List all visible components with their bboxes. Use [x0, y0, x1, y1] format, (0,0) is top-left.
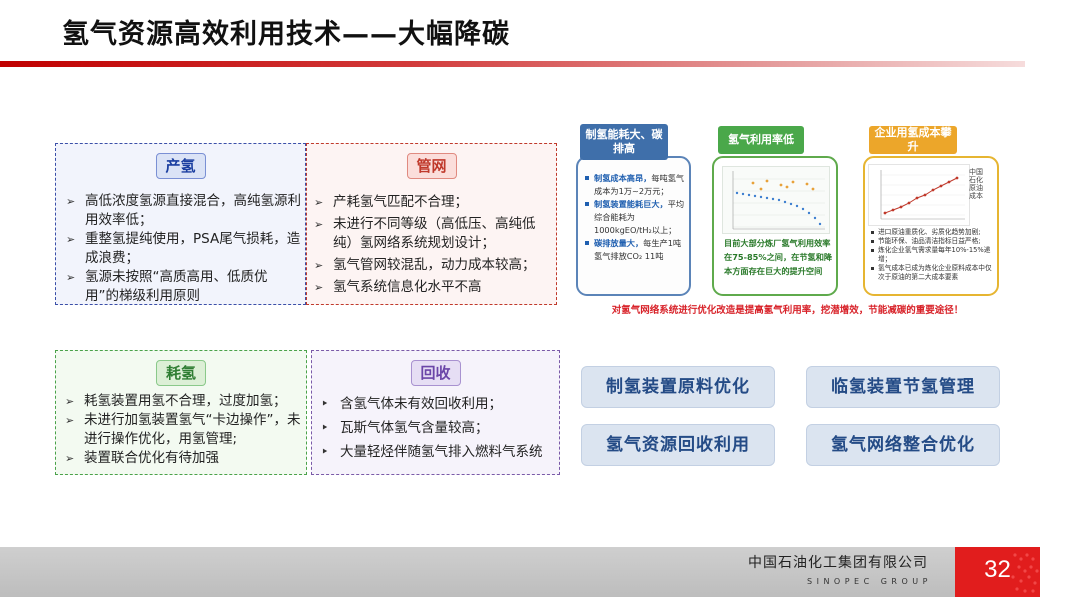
action-hydrogen-saving-management: 临氢装置节氢管理 [806, 366, 1000, 408]
list-item: 未进行不同等级（高低压、高纯低纯）氢网络系统规划设计； [311, 215, 554, 253]
panel-hydrogen-recovery: 回收 含氢气体未有效回收利用； 瓦斯气体氢气含量较高； 大量轻烃伴随氢气排入燃料… [311, 350, 560, 475]
utilization-chart-graphic [732, 171, 825, 230]
list-item: 碳排放量大，每生产1吨氢气排放CO₂ 11吨 [582, 237, 686, 263]
list-item: 装置联合优化有待加强 [62, 449, 302, 468]
card-header-energy-carbon: 制氢能耗大、碳排高 [580, 124, 668, 160]
cost-rising-list: 进口原油重质化、劣质化趋势加剧; 节能环保、油品清洁指标日益严格; 炼化企业氢气… [870, 228, 994, 282]
footer-bar [0, 547, 955, 597]
utilization-scatter-chart [722, 166, 830, 234]
list-item: 节能环保、油品清洁指标日益严格; [870, 237, 994, 246]
company-name-en: SINOPEC GROUP [807, 577, 932, 586]
list-item: 氢气系统信息化水平不高 [311, 278, 554, 297]
list-item: 含氢气体未有效回收利用； [318, 395, 558, 414]
panel-tag-network: 管网 [406, 153, 457, 179]
list-item: 氢气管网较混乱，动力成本较高； [311, 256, 554, 275]
panel-tag-production: 产氢 [155, 153, 206, 179]
panel-pipe-network: 管网 产耗氢气匹配不合理； 未进行不同等级（高低压、高纯低纯）氢网络系统规划设计… [306, 143, 557, 305]
list-item: 氢气成本已成为炼化企业原料成本中仅次于原油的第二大成本要素 [870, 264, 994, 282]
conclusion-text: 对氢气网络系统进行优化改造是提高氢气利用率，挖潜增效，节能减碳的重要途径！ [611, 305, 964, 316]
list-item: 炼化企业氢气需求量每年10%-15%递增； [870, 246, 994, 264]
card-header-utilization: 氢气利用率低 [718, 126, 804, 154]
action-hydrogen-recovery: 氢气资源回收利用 [581, 424, 775, 466]
page-number-box: 32 [955, 547, 1040, 597]
list-item: 高低浓度氢源直接混合，高纯氢源利用效率低； [63, 192, 301, 230]
production-issue-list: 高低浓度氢源直接混合，高纯氢源利用效率低； 重整氢提纯使用，PSA尾气损耗，造成… [63, 192, 301, 306]
list-item: 制氢装置能耗巨大，平均综合能耗为1000kgEO/tH₂以上； [582, 198, 686, 237]
panel-tag-recovery: 回收 [410, 360, 461, 386]
panel-tag-consumption: 耗氢 [155, 360, 207, 386]
cost-chart-vertical-label: 中国石化原油成本 [969, 168, 983, 200]
network-issue-list: 产耗氢气匹配不合理； 未进行不同等级（高低压、高纯低纯）氢网络系统规划设计； 氢… [311, 193, 554, 297]
panel-hydrogen-production: 产氢 高低浓度氢源直接混合，高纯氢源利用效率低； 重整氢提纯使用，PSA尾气损耗… [55, 143, 306, 305]
list-item: 耗氢装置用氢不合理，过度加氢； [62, 392, 302, 411]
page-title: 氢气资源高效利用技术——大幅降碳 [62, 19, 510, 50]
cost-chart-graphic [880, 170, 965, 220]
list-item: 大量轻烃伴随氢气排入燃料气系统 [318, 443, 558, 462]
list-item: 未进行加氢装置氢气“卡边操作”，未进行操作优化，用氢管理; [62, 411, 302, 449]
card-cost-rising: 中国石化原油成本 进口原油重质化、劣质化趋势加剧; 节能环保、油品清洁指标日益严… [863, 156, 999, 296]
pattern-graphic [1011, 553, 1039, 593]
card-header-cost-rising: 企业用氢成本攀升 [869, 126, 957, 154]
panel-hydrogen-consumption: 耗氢 耗氢装置用氢不合理，过度加氢； 未进行加氢装置氢气“卡边操作”，未进行操作… [55, 350, 307, 475]
crude-cost-line-chart [868, 164, 970, 226]
page-number: 32 [984, 556, 1011, 583]
utilization-description: 目前大部分炼厂氢气利用效率在75-85%之间，在节氢和降本方面存在巨大的提升空间 [724, 238, 833, 276]
list-item: 进口原油重质化、劣质化趋势加剧; [870, 228, 994, 237]
company-name-cn: 中国石油化工集团有限公司 [748, 555, 928, 571]
list-item: 重整氢提纯使用，PSA尾气损耗，造成浪费； [63, 230, 301, 268]
energy-carbon-list: 制氢成本高昂，每吨氢气成本为1万~2万元； 制氢装置能耗巨大，平均综合能耗为10… [582, 172, 686, 263]
card-energy-carbon: 制氢成本高昂，每吨氢气成本为1万~2万元； 制氢装置能耗巨大，平均综合能耗为10… [576, 156, 691, 296]
list-item: 瓦斯气体氢气含量较高； [318, 419, 558, 438]
action-network-integration: 氢气网络整合优化 [806, 424, 1000, 466]
action-feed-optimization: 制氢装置原料优化 [581, 366, 775, 408]
list-item: 氢源未按照“高质高用、低质优用”的梯级利用原则 [63, 268, 301, 306]
list-item: 产耗氢气匹配不合理； [311, 193, 554, 212]
consumption-issue-list: 耗氢装置用氢不合理，过度加氢； 未进行加氢装置氢气“卡边操作”，未进行操作优化，… [62, 392, 302, 468]
card-utilization: 目前大部分炼厂氢气利用效率在75-85%之间，在节氢和降本方面存在巨大的提升空间 [712, 156, 838, 296]
title-divider [0, 61, 1025, 67]
list-item: 制氢成本高昂，每吨氢气成本为1万~2万元； [582, 172, 686, 198]
recovery-issue-list: 含氢气体未有效回收利用； 瓦斯气体氢气含量较高； 大量轻烃伴随氢气排入燃料气系统 [318, 395, 558, 462]
